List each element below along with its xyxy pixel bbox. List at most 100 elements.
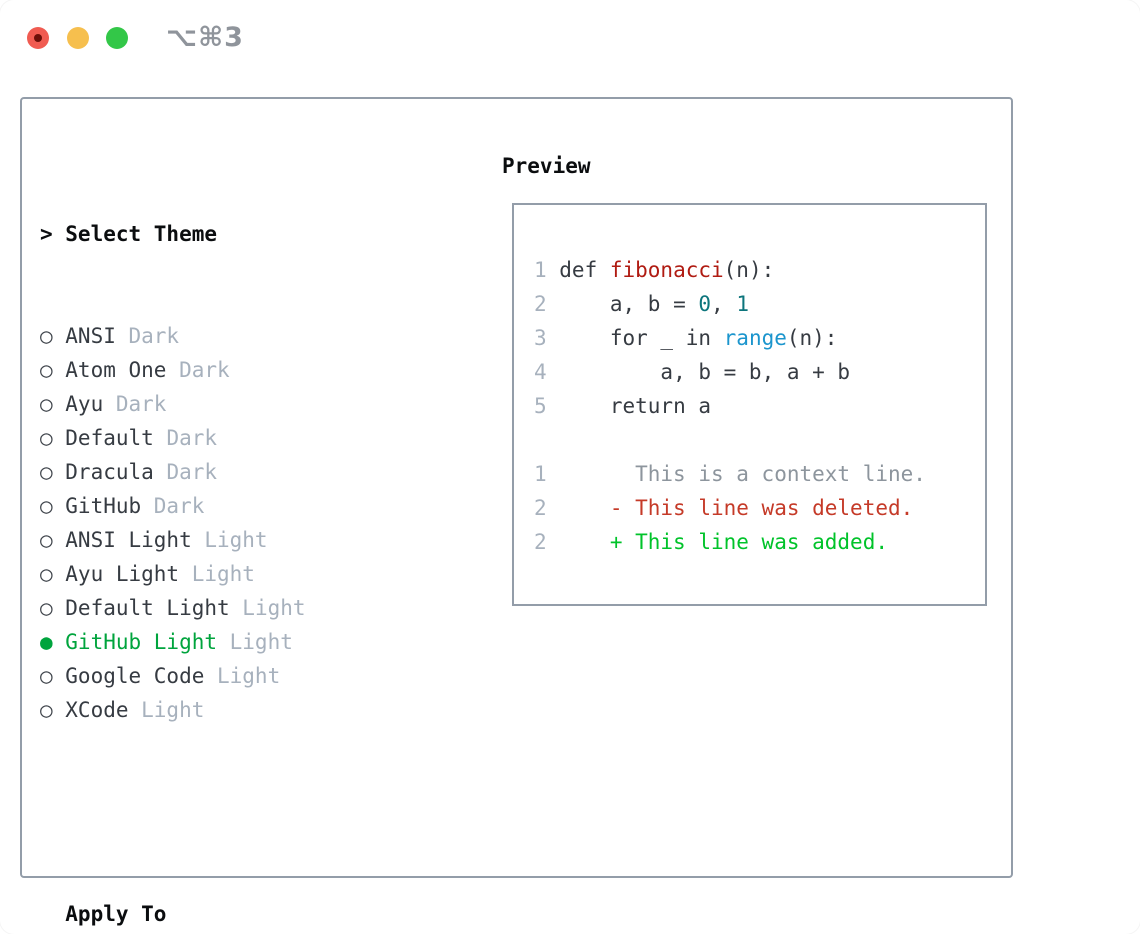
line-number: 3 [534,326,547,350]
minimize-button[interactable] [67,27,89,49]
theme-name: GitHub [65,494,142,518]
theme-option-ayu-light-light[interactable]: ○ Ayu Light Light [40,557,470,591]
code-text: for _ in range(n): [559,326,838,350]
theme-name: Atom One [65,358,167,382]
diff-text: This line was deleted. [635,496,914,520]
maximize-button[interactable] [106,27,128,49]
code-token: 1 [736,292,749,316]
line-number: 1 [534,258,547,282]
theme-name: GitHub Light [65,630,217,654]
line-number: 4 [534,360,547,384]
theme-option-google-code-light[interactable]: ○ Google Code Light [40,659,470,693]
line-number: 1 [534,462,547,486]
apply-to-header: Apply To [65,902,167,926]
radio-icon: ○ [40,562,53,586]
radio-icon: ○ [40,596,53,620]
radio-icon: ○ [40,324,53,348]
diff-marker-icon: - [609,496,623,520]
theme-name: Default Light [65,596,230,620]
radio-icon: ○ [40,494,53,518]
spacer [40,795,470,829]
theme-option-ansi-light-light[interactable]: ○ ANSI Light Light [40,523,470,557]
theme-variant: Light [141,698,205,722]
theme-list-header: >Select Theme [40,217,470,251]
radio-icon: ● [40,630,53,654]
titlebar: ⌥⌘3 [0,0,1140,76]
line-number: 2 [534,530,547,554]
code-token: (n): [723,258,775,282]
theme-name: Google Code [65,664,205,688]
line-number: 2 [534,496,547,520]
diff-text: This line was added. [635,530,888,554]
radio-icon: ○ [40,358,53,382]
diff-marker-icon: + [609,530,623,554]
diff-marker-icon [610,457,623,491]
theme-variant: Dark [115,392,167,416]
code-token: a, b = [559,292,699,316]
cursor-arrow-icon: > [40,222,53,246]
theme-option-github-light-light[interactable]: ● GitHub Light Light [40,625,470,659]
theme-variant: Dark [166,426,218,450]
code-line: 5 return a [534,389,985,423]
theme-variant: Light [217,664,281,688]
diff-line-deleted: 2 -This line was deleted. [534,491,985,525]
code-token: range [723,326,787,350]
code-text: return a [559,394,711,418]
radio-icon: ○ [40,426,53,450]
theme-name: Ayu Light [65,562,180,586]
code-token: (n): [786,326,838,350]
code-token: fibonacci [609,258,724,282]
radio-icon: ○ [40,664,53,688]
close-active-dot-icon [34,34,42,42]
theme-variant: Dark [166,460,218,484]
theme-variant: Light [242,596,306,620]
theme-name: Default [65,426,154,450]
theme-option-xcode-light[interactable]: ○ XCode Light [40,693,470,727]
theme-variant: Light [204,528,268,552]
theme-variant: Dark [153,494,205,518]
diff-text: This is a context line. [635,462,926,486]
theme-option-default-dark[interactable]: ○ Default Dark [40,421,470,455]
code-text: a, b = 0, 1 [559,292,749,316]
theme-variant: Dark [128,324,180,348]
diff-line-added: 2 + This line was added. [534,525,985,559]
close-button[interactable] [27,27,49,49]
theme-option-default-light-light[interactable]: ○ Default Light Light [40,591,470,625]
theme-variant: Light [191,562,255,586]
theme-variant: Light [229,630,293,654]
preview-label: Preview [502,154,591,178]
radio-icon: ○ [40,392,53,416]
theme-option-atom-one-dark[interactable]: ○ Atom One Dark [40,353,470,387]
line-number: 5 [534,394,547,418]
theme-variant: Dark [179,358,230,382]
code-line: 2 a, b = 0, 1 [534,287,985,321]
code-text: a, b = b, a + b [559,360,850,384]
diff-preview: 1 This is a context line. 2 -This line was… [534,457,985,559]
theme-option-github-dark[interactable]: ○ GitHub Dark [40,489,470,523]
radio-icon: ○ [40,528,53,552]
radio-icon: ○ [40,698,53,722]
radio-icon: ○ [40,460,53,484]
code-token: def [559,258,610,282]
code-text: def fibonacci(n): [559,258,774,282]
theme-name: Ayu [65,392,104,416]
line-number: 2 [534,292,547,316]
code-token: return a [559,394,711,418]
window-title: ⌥⌘3 [166,22,244,53]
code-line: 1 def fibonacci(n): [534,253,985,287]
spacer [534,423,985,457]
theme-option-ayu-dark[interactable]: ○ Ayu Dark [40,387,470,421]
code-line: 3 for _ in range(n): [534,321,985,355]
code-token: , [711,292,737,316]
code-token: for _ in [559,326,724,350]
theme-name: ANSI Light [65,528,192,552]
code-token: 0 [698,292,712,316]
theme-name: XCode [65,698,129,722]
